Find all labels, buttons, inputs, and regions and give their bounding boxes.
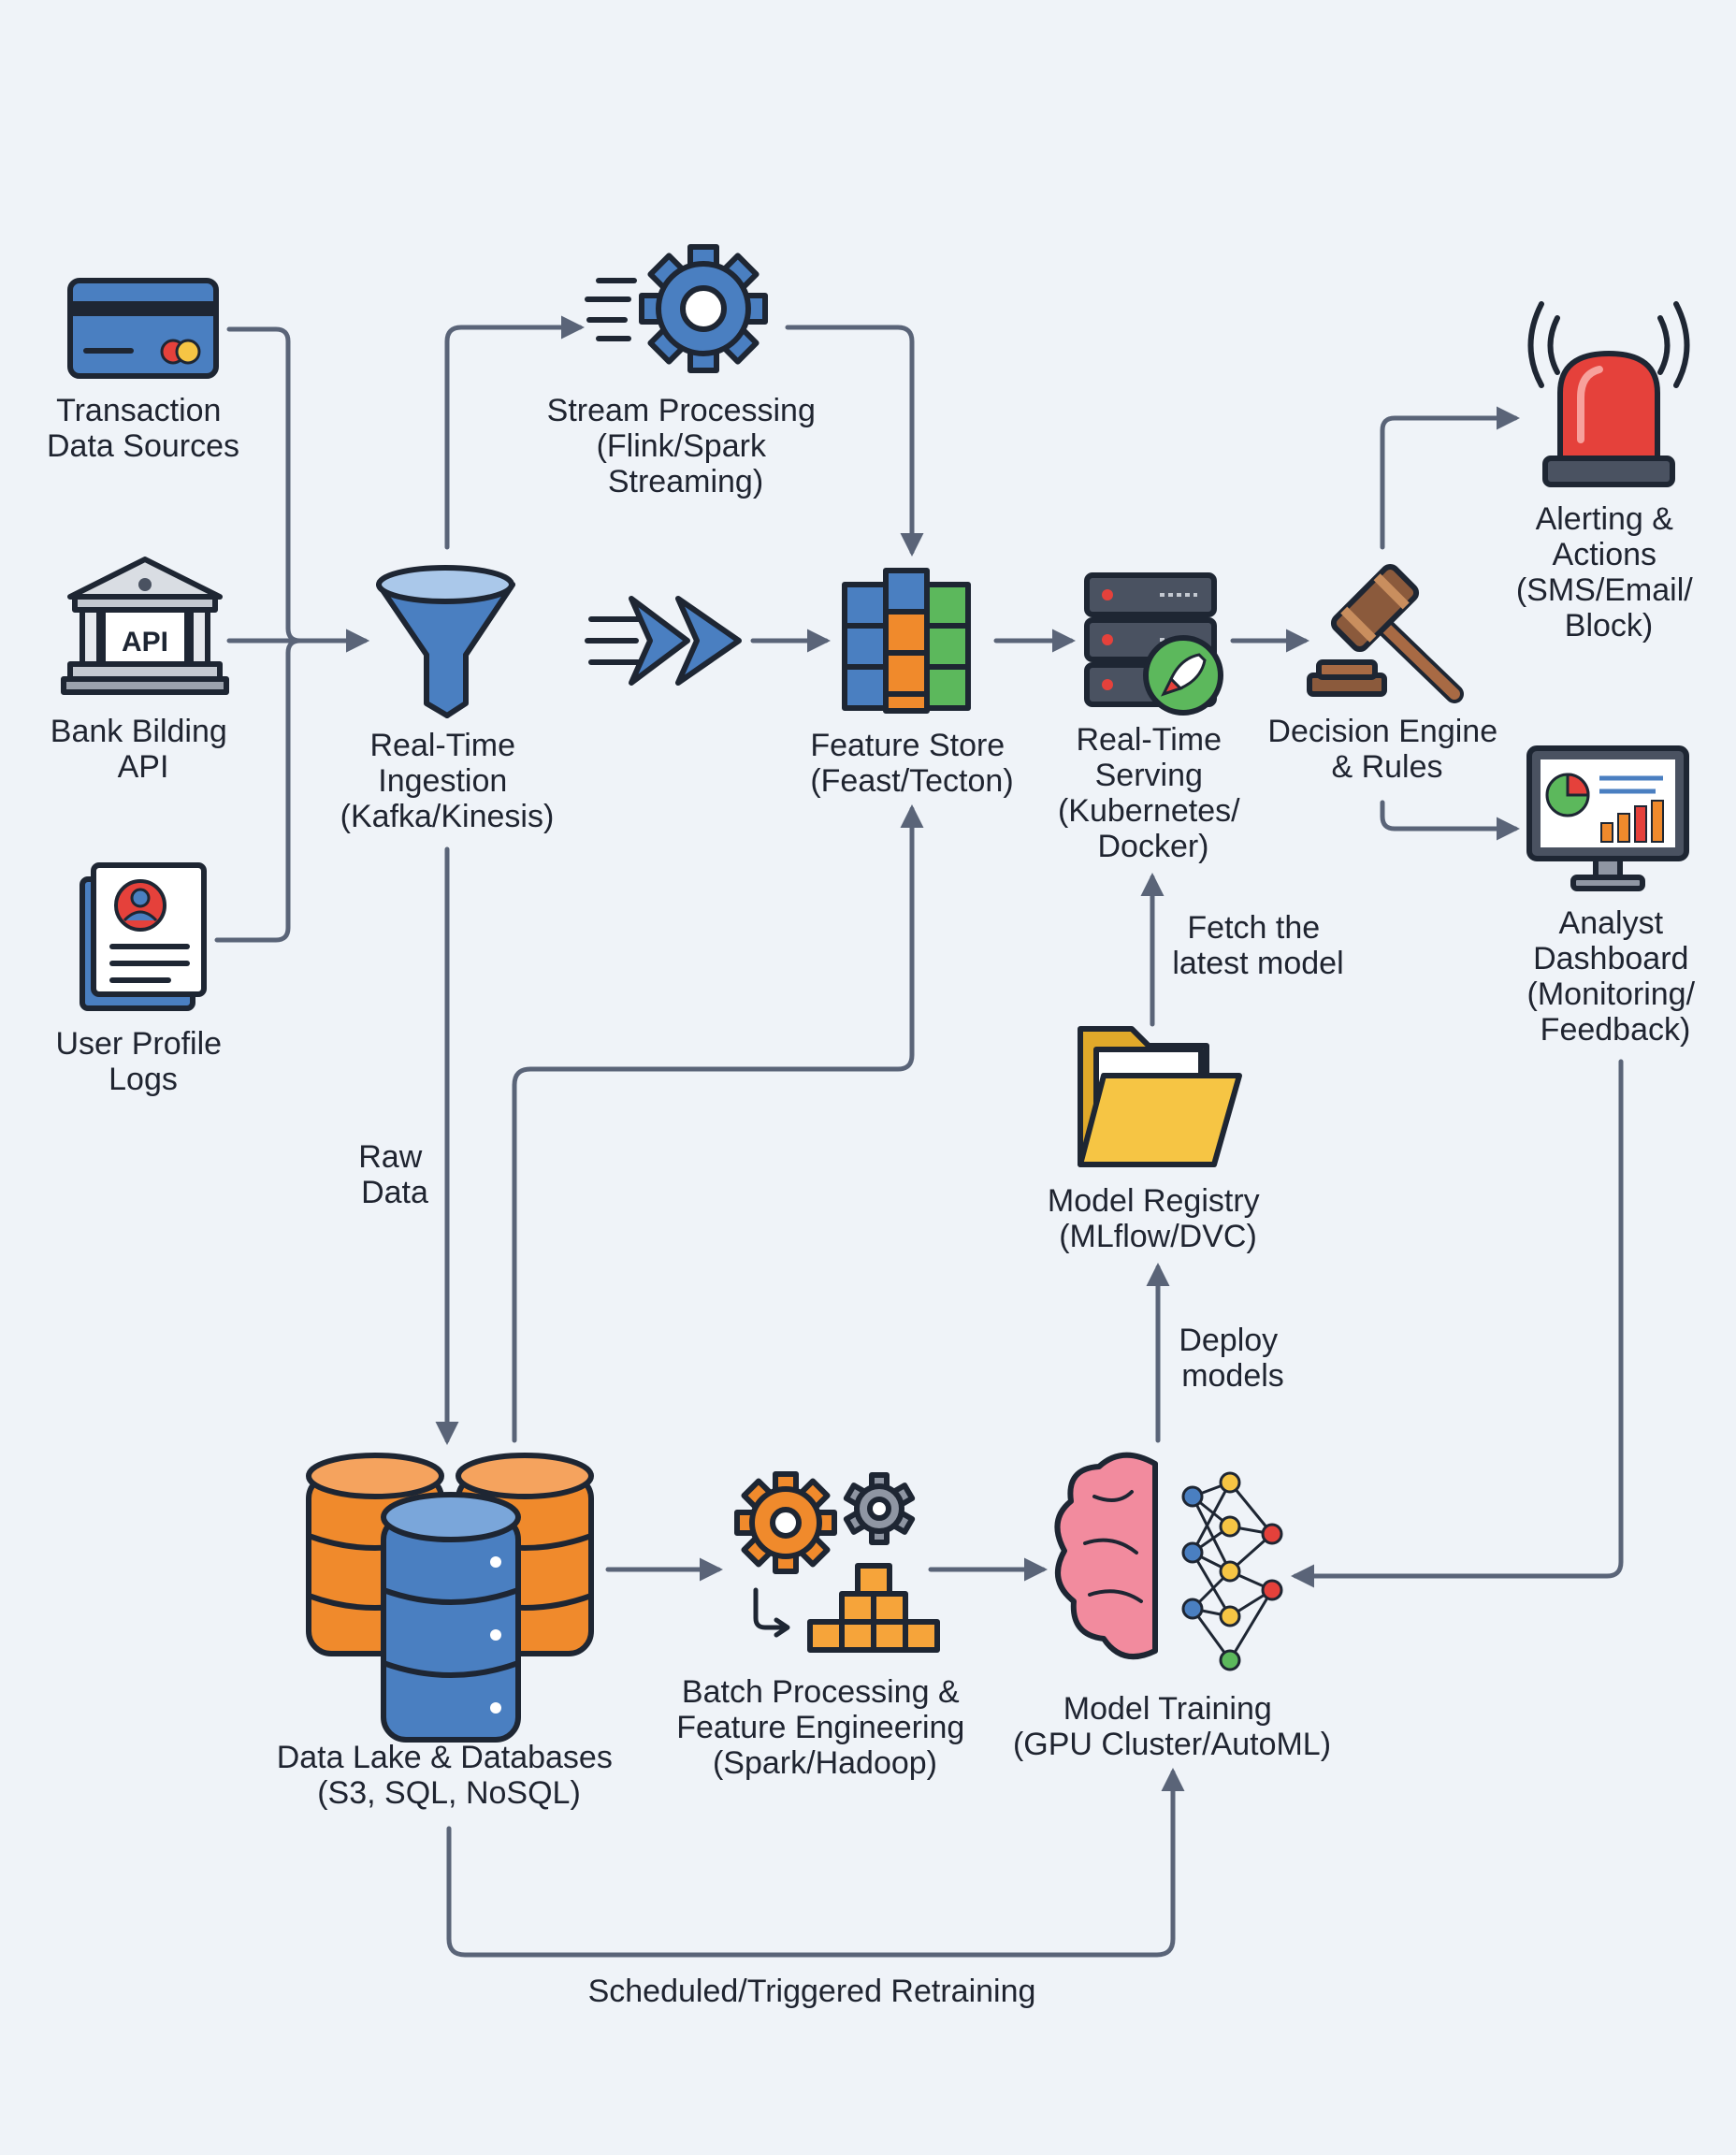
edge-dashboard-to-training	[1291, 1059, 1624, 1588]
edge-decision-to-alerting	[1380, 406, 1520, 550]
batch-processing-label: Batch Processing & Feature Engineering (…	[676, 1674, 974, 1781]
edge-ingestion-to-stream	[444, 315, 585, 550]
api-icon-text: API	[122, 627, 168, 658]
stream-processing-label: Stream Processing (Flink/Spark Streaming…	[547, 393, 825, 499]
fetch-model-label: Fetch the latest model	[1172, 910, 1343, 981]
retraining-label: Scheduled/Triggered Retraining	[588, 1974, 1036, 2009]
bank-api-icon: API	[61, 557, 229, 695]
cubes-icon	[842, 568, 971, 714]
feature-store-label: Feature Store (Feast/Tecton)	[810, 728, 1013, 799]
brain-network-icon	[1054, 1452, 1283, 1671]
bank-api-label: Bank Bilding API	[51, 714, 236, 785]
credit-card-icon	[67, 278, 219, 379]
data-lake-label: Data Lake & Databases (S3, SQL, NoSQL)	[277, 1740, 622, 1811]
deploy-models-label: Deploy models	[1179, 1323, 1286, 1394]
edge-stream-to-feature-store	[785, 325, 924, 557]
user-profile-document-icon	[80, 862, 207, 1011]
edge-data-lake-to-feature-store	[512, 804, 924, 1443]
funnel-icon	[376, 565, 515, 718]
model-training-label: Model Training (GPU Cluster/AutoML)	[1013, 1691, 1331, 1762]
gavel-icon	[1307, 563, 1464, 703]
alerting-label: Alerting & Actions (SMS/Email/ Block)	[1516, 501, 1701, 644]
ingestion-label: Real-Time Ingestion (Kafka/Kinesis)	[340, 728, 555, 834]
database-icon	[306, 1453, 594, 1743]
node-labels: Transaction Data Sources Bank Bilding AP…	[47, 393, 1704, 1811]
gear-icon	[585, 244, 768, 373]
folder-icon	[1078, 1026, 1242, 1167]
user-profile-label: User Profile Logs	[55, 1026, 230, 1097]
gears-blocks-icon	[734, 1471, 940, 1653]
edge-retraining-loop	[446, 1768, 1185, 1958]
edge-user-profile-to-ingestion	[214, 638, 303, 943]
connectors	[214, 315, 1624, 1958]
serving-label: Real-Time Serving (Kubernetes/ Docker)	[1058, 722, 1249, 864]
transaction-sources-label: Transaction Data Sources	[47, 393, 239, 464]
dashboard-label: Analyst Dashboard (Monitoring/ Feedback)	[1527, 905, 1704, 1048]
raw-data-label: Raw Data	[358, 1139, 430, 1210]
decision-engine-label: Decision Engine & Rules	[1267, 714, 1506, 785]
model-registry-label: Model Registry (MLflow/DVC)	[1048, 1183, 1268, 1254]
fast-forward-icon	[585, 596, 742, 686]
monitor-chart-icon	[1526, 745, 1689, 891]
alarm-siren-icon	[1527, 301, 1690, 487]
edge-decision-to-dashboard	[1380, 800, 1520, 841]
edge-transactions-to-ingestion	[226, 326, 369, 653]
server-rocket-icon	[1084, 572, 1223, 716]
edge-labels: Raw Data Fetch the latest model Deploy m…	[358, 910, 1343, 2009]
